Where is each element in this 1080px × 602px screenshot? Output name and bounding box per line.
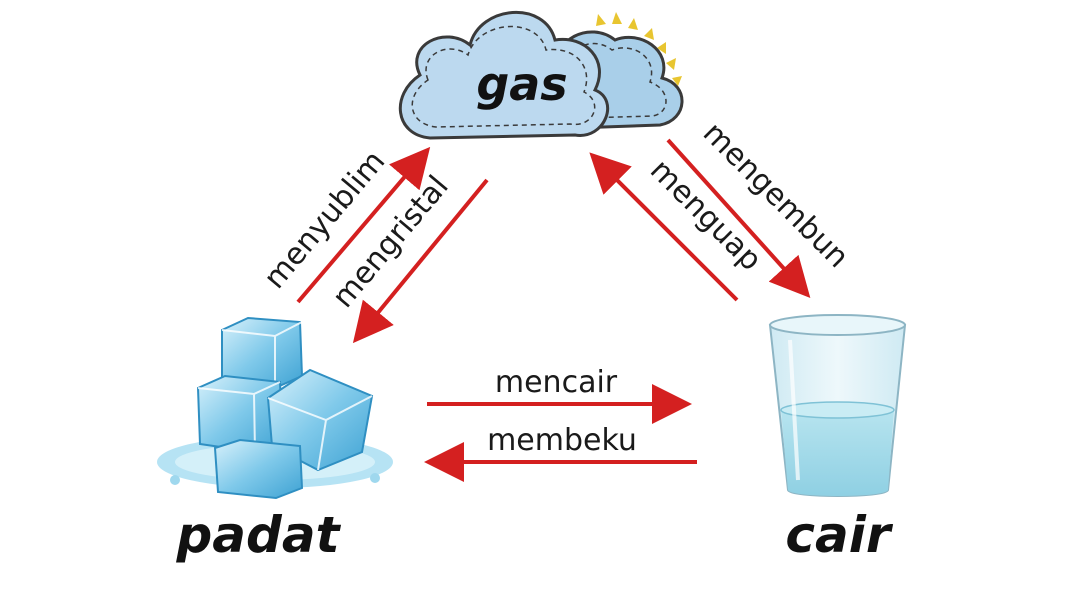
arrow-liquid-to-gas bbox=[589, 152, 739, 302]
arrow-gas-to-solid bbox=[352, 178, 489, 344]
gas-label: gas bbox=[476, 57, 567, 111]
cloud-icon: gas bbox=[398, 10, 684, 140]
label-mencair: mencair bbox=[495, 365, 618, 400]
solid-label: padat bbox=[176, 506, 342, 564]
sun-icon bbox=[596, 12, 682, 86]
label-membeku: membeku bbox=[487, 423, 637, 458]
liquid-label: cair bbox=[785, 506, 894, 564]
arrow-gas-to-liquid bbox=[666, 138, 811, 298]
water-glass-icon bbox=[768, 314, 907, 497]
ice-cubes-icon bbox=[157, 316, 393, 500]
transition-arrows bbox=[296, 138, 811, 482]
arrow-solid-to-gas bbox=[296, 146, 431, 304]
